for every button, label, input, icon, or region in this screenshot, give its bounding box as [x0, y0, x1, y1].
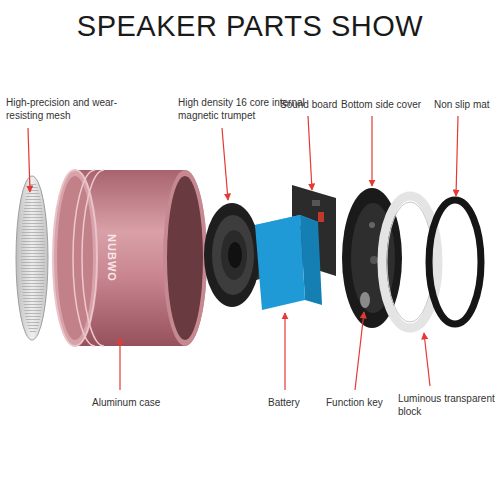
part-label: Function key — [326, 396, 383, 409]
leader-line — [371, 116, 372, 186]
part-label: Luminous transparent block — [398, 392, 496, 418]
part-label: High-precision and wear- resisting mesh — [6, 96, 124, 122]
part-label: Bottom side cover — [341, 98, 421, 111]
part-label: Sound board — [280, 98, 337, 111]
leader-line — [222, 128, 228, 200]
title: SPEAKER PARTS SHOW — [0, 10, 500, 43]
part-label: Battery — [268, 396, 300, 409]
leader-line — [355, 312, 364, 390]
battery-part — [255, 215, 322, 310]
brand-text: NUBWO — [106, 234, 118, 282]
mat-part — [429, 200, 481, 324]
mesh-part — [16, 176, 48, 340]
leader-lines — [28, 116, 458, 390]
part-label: Aluminum case — [92, 396, 160, 409]
driver-part — [204, 203, 262, 307]
leader-line — [456, 116, 458, 196]
leader-line — [28, 128, 30, 192]
leader-line — [119, 338, 120, 390]
case-part — [53, 170, 207, 346]
leader-line — [308, 116, 312, 190]
part-label: Non slip mat — [434, 98, 490, 111]
leader-line — [424, 333, 430, 386]
leader-line — [284, 313, 285, 390]
